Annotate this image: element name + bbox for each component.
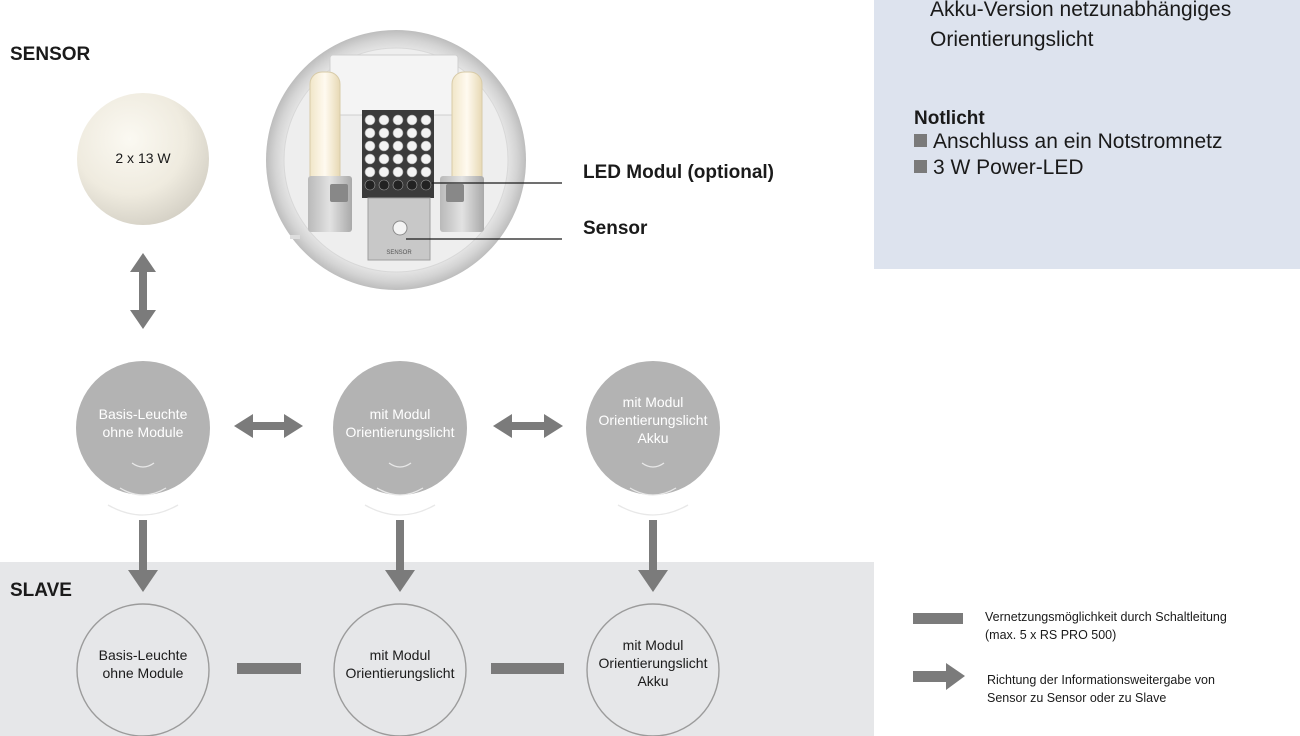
slave-zone-background: [0, 562, 874, 736]
legend-arrow-right-icon: [913, 663, 965, 690]
legend-cable-icon: [913, 613, 963, 624]
sensor-3-line-3: Akku: [637, 430, 669, 447]
notlicht-item-2: 3 W Power-LED: [914, 156, 1084, 180]
cable-connection-bar: [237, 663, 301, 674]
info-panel: [874, 0, 1300, 269]
led-dot: [406, 153, 418, 165]
bullet-square-icon: [914, 160, 927, 173]
sensor-section-label: SENSOR: [10, 44, 91, 65]
led-dot: [364, 140, 376, 152]
notlicht-item-2-text: 3 W Power-LED: [933, 156, 1084, 179]
sensor-1-line-2: ohne Module: [102, 424, 184, 440]
led-dot: [420, 179, 432, 191]
info-line-2: Orientierungslicht: [930, 28, 1094, 51]
led-dot: [406, 127, 418, 139]
led-dot: [392, 127, 404, 139]
led-dot: [392, 140, 404, 152]
led-dot: [378, 140, 390, 152]
wireless-signal-icon: [364, 462, 436, 516]
slave-circle-3: [586, 603, 720, 736]
legend-arrow-text: Richtung der Informationsweitergabe von …: [987, 671, 1215, 707]
led-dot: [420, 114, 432, 126]
wireless-signal-icon: [107, 462, 179, 516]
led-dot: [406, 114, 418, 126]
arrow-down-icon: [385, 520, 415, 592]
double-arrow-vertical-icon: [130, 253, 156, 329]
sensor-2-line-1: mit Modul: [369, 405, 431, 422]
callout-sensor: Sensor: [583, 218, 648, 239]
led-dot: [406, 179, 418, 191]
led-dot: [406, 166, 418, 178]
led-dot: [378, 153, 390, 165]
led-dot: [392, 166, 404, 178]
led-dot: [392, 114, 404, 126]
slave-circle-1: [76, 603, 210, 736]
led-dot: [364, 114, 376, 126]
led-grid: [364, 114, 432, 191]
sensor-1-label: Basis-Leuchte ohne Module: [73, 398, 213, 448]
sensor-2-line-2: Orientierungslicht: [345, 424, 455, 440]
legend-arrow-line-1: Richtung der Informationsweitergabe von: [987, 673, 1215, 687]
slave-2-line-2: Orientierungslicht: [345, 665, 455, 681]
led-dot: [420, 153, 432, 165]
double-arrow-horizontal-icon: [234, 414, 303, 438]
sensor-lamp-label: 2 x 13 W: [115, 149, 171, 166]
slave-1-line-1: Basis-Leuchte: [98, 646, 188, 663]
slave-3-line-3: Akku: [637, 673, 669, 690]
legend-cable-line-2: (max. 5 x RS PRO 500): [985, 628, 1117, 643]
callout-led-module: LED Modul (optional): [583, 162, 775, 183]
led-dot: [420, 166, 432, 178]
led-dot: [364, 179, 376, 191]
legend-arrow-line-2: Sensor zu Sensor oder zu Slave: [987, 691, 1167, 706]
bullet-square-icon: [914, 134, 927, 147]
led-dot: [420, 140, 432, 152]
led-dot: [392, 179, 404, 191]
led-dot: [378, 166, 390, 178]
led-dot: [378, 127, 390, 139]
led-dot: [364, 127, 376, 139]
legend-cable-text: Vernetzungsmöglichkeit durch Schaltleitu…: [985, 608, 1227, 644]
notlicht-heading: Notlicht: [914, 108, 985, 129]
cable-connection-bar: [491, 663, 564, 674]
slave-1-line-2: ohne Module: [102, 665, 184, 681]
arrow-down-icon: [128, 520, 158, 592]
slave-3-line-2: Orientierungslicht: [598, 654, 708, 671]
led-dot: [420, 127, 432, 139]
slave-section-label: SLAVE: [10, 580, 72, 601]
legend-cable-line-1: Vernetzungsmöglichkeit durch Schaltleitu…: [985, 610, 1227, 624]
led-dot: [364, 166, 376, 178]
slave-2-line-1: mit Modul: [369, 646, 431, 663]
sensor-3-line-2: Orientierungslicht: [598, 411, 708, 428]
led-dot: [392, 153, 404, 165]
arrow-down-icon: [638, 520, 668, 592]
led-dot: [378, 114, 390, 126]
sensor-circle-2: [333, 361, 467, 495]
sensor-3-line-1: mit Modul: [622, 393, 684, 410]
led-dot: [378, 179, 390, 191]
slave-3-line-1: mit Modul: [622, 636, 684, 653]
led-dot: [364, 153, 376, 165]
sensor-lamp-ball: [77, 93, 209, 225]
notlicht-item-1: Anschluss an ein Notstromnetz: [914, 130, 1222, 154]
double-arrow-horizontal-icon: [493, 414, 563, 438]
notlicht-item-1-text: Anschluss an ein Notstromnetz: [933, 130, 1223, 153]
sensor-circle-3: [586, 361, 720, 495]
device-sensor-text: SENSOR: [386, 250, 412, 256]
led-dot: [406, 140, 418, 152]
sensor-circle-1: [76, 361, 210, 495]
wireless-signal-icon: [617, 462, 689, 516]
slave-circle-2: [333, 603, 467, 736]
slave-1-label: Basis-Leuchte ohne Module: [73, 639, 213, 689]
sensor-1-line-1: Basis-Leuchte: [98, 405, 188, 422]
info-line-1: Akku-Version netzunabhängiges: [930, 0, 1232, 21]
